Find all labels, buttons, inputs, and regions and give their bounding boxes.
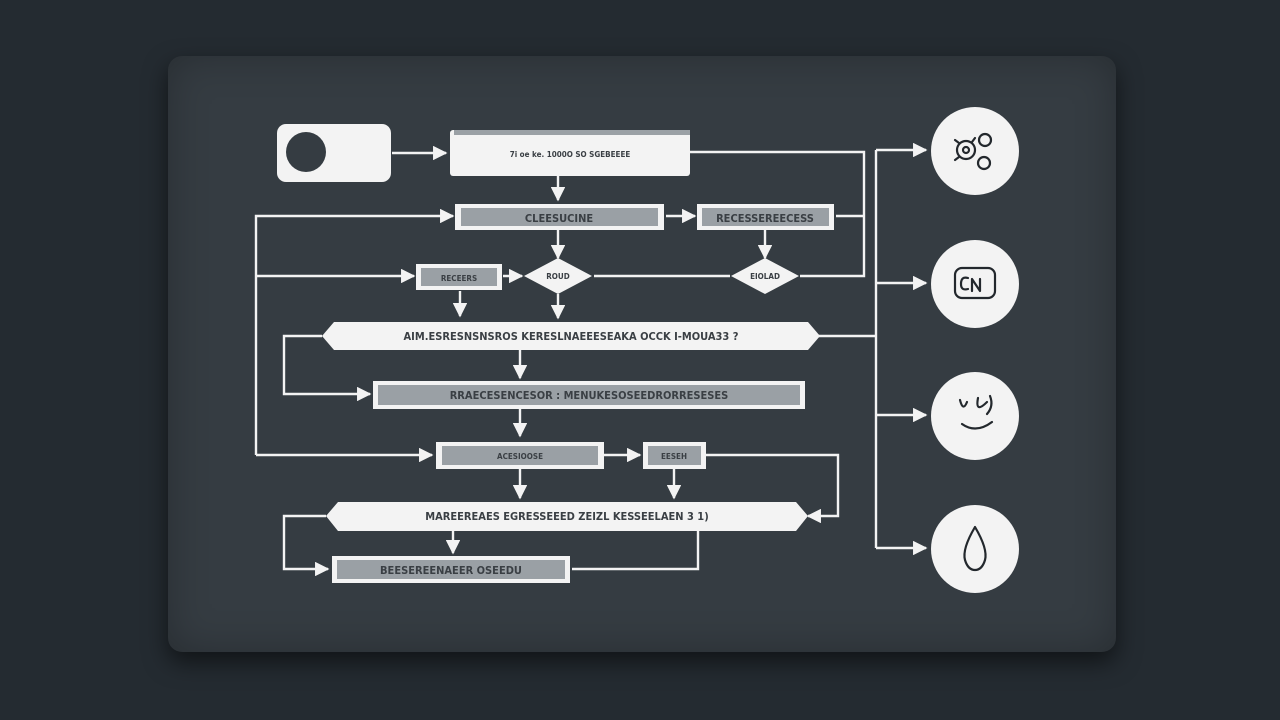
row3-left-label: RECEERS	[441, 274, 477, 283]
top-box: 7i oe ke. 1000O SO SGEBEEEE	[450, 130, 690, 176]
row8-wide-label: BEESEREENAEER OSEEDU	[380, 564, 522, 577]
connector-top-right-loop	[690, 150, 866, 278]
connector-row7-left-loop	[282, 514, 330, 577]
row5-wide-label: RRAECESENCESOR : MENUKESOSEEDRORRESESES	[450, 389, 729, 402]
row2-left-box: CLEESUCINE	[455, 204, 664, 230]
connector-row6-right-loop	[706, 453, 840, 524]
row2-right-box: RECESSEREECESS	[697, 204, 834, 230]
row6-right-label: EESEH	[661, 452, 687, 461]
row7-wide-label: MAREEREAES EGRESSEEED ZEIZL KESSEELAEN 3…	[425, 510, 708, 523]
top-box-label: 7i oe ke. 1000O SO SGEBEEEE	[510, 150, 631, 159]
row3-diamond-right: EIOLAD	[731, 258, 799, 294]
row3-diamond-left: ROUD	[524, 258, 592, 294]
row3-diamond-right-label: EIOLAD	[750, 272, 780, 281]
connector-left-loop-outer	[254, 208, 455, 455]
gears-icon	[931, 107, 1019, 195]
row4-wide-label: AIM.ESRESNSNSROS KERESLNAEEESEAKA OCCK I…	[404, 330, 739, 343]
face-icon	[931, 372, 1019, 460]
row3-diamond-left-label: ROUD	[546, 272, 570, 281]
connectors	[254, 142, 928, 577]
drop-icon	[931, 505, 1019, 593]
row6-left-label: ACESIOOSE	[497, 452, 543, 461]
row6-right-box: EESEH	[643, 442, 706, 469]
row7-wide-box: MAREEREAES EGRESSEEED ZEIZL KESSEELAEN 3…	[326, 502, 808, 531]
flowchart-diagram: 7i oe ke. 1000O SO SGEBEEEE CLEESUCINE R…	[254, 107, 1019, 593]
cn-badge-icon	[931, 240, 1019, 328]
start-node-hole	[286, 132, 326, 172]
row2-left-label: CLEESUCINE	[525, 212, 593, 225]
row8-wide-box: BEESEREENAEER OSEEDU	[332, 556, 570, 583]
row5-wide-box: RRAECESENCESOR : MENUKESOSEEDRORRESESES	[373, 381, 805, 409]
row2-right-label: RECESSEREECESS	[716, 212, 814, 225]
connector-row4-left-loop	[282, 334, 372, 402]
row6-left-box: ACESIOOSE	[436, 442, 604, 469]
start-node	[277, 124, 391, 182]
connector-row7-right-return	[572, 531, 700, 571]
row3-left-box: RECEERS	[416, 264, 502, 290]
row4-wide-box: AIM.ESRESNSNSROS KERESLNAEEESEAKA OCCK I…	[322, 322, 820, 350]
slate-board: 7i oe ke. 1000O SO SGEBEEEE CLEESUCINE R…	[168, 56, 1116, 652]
